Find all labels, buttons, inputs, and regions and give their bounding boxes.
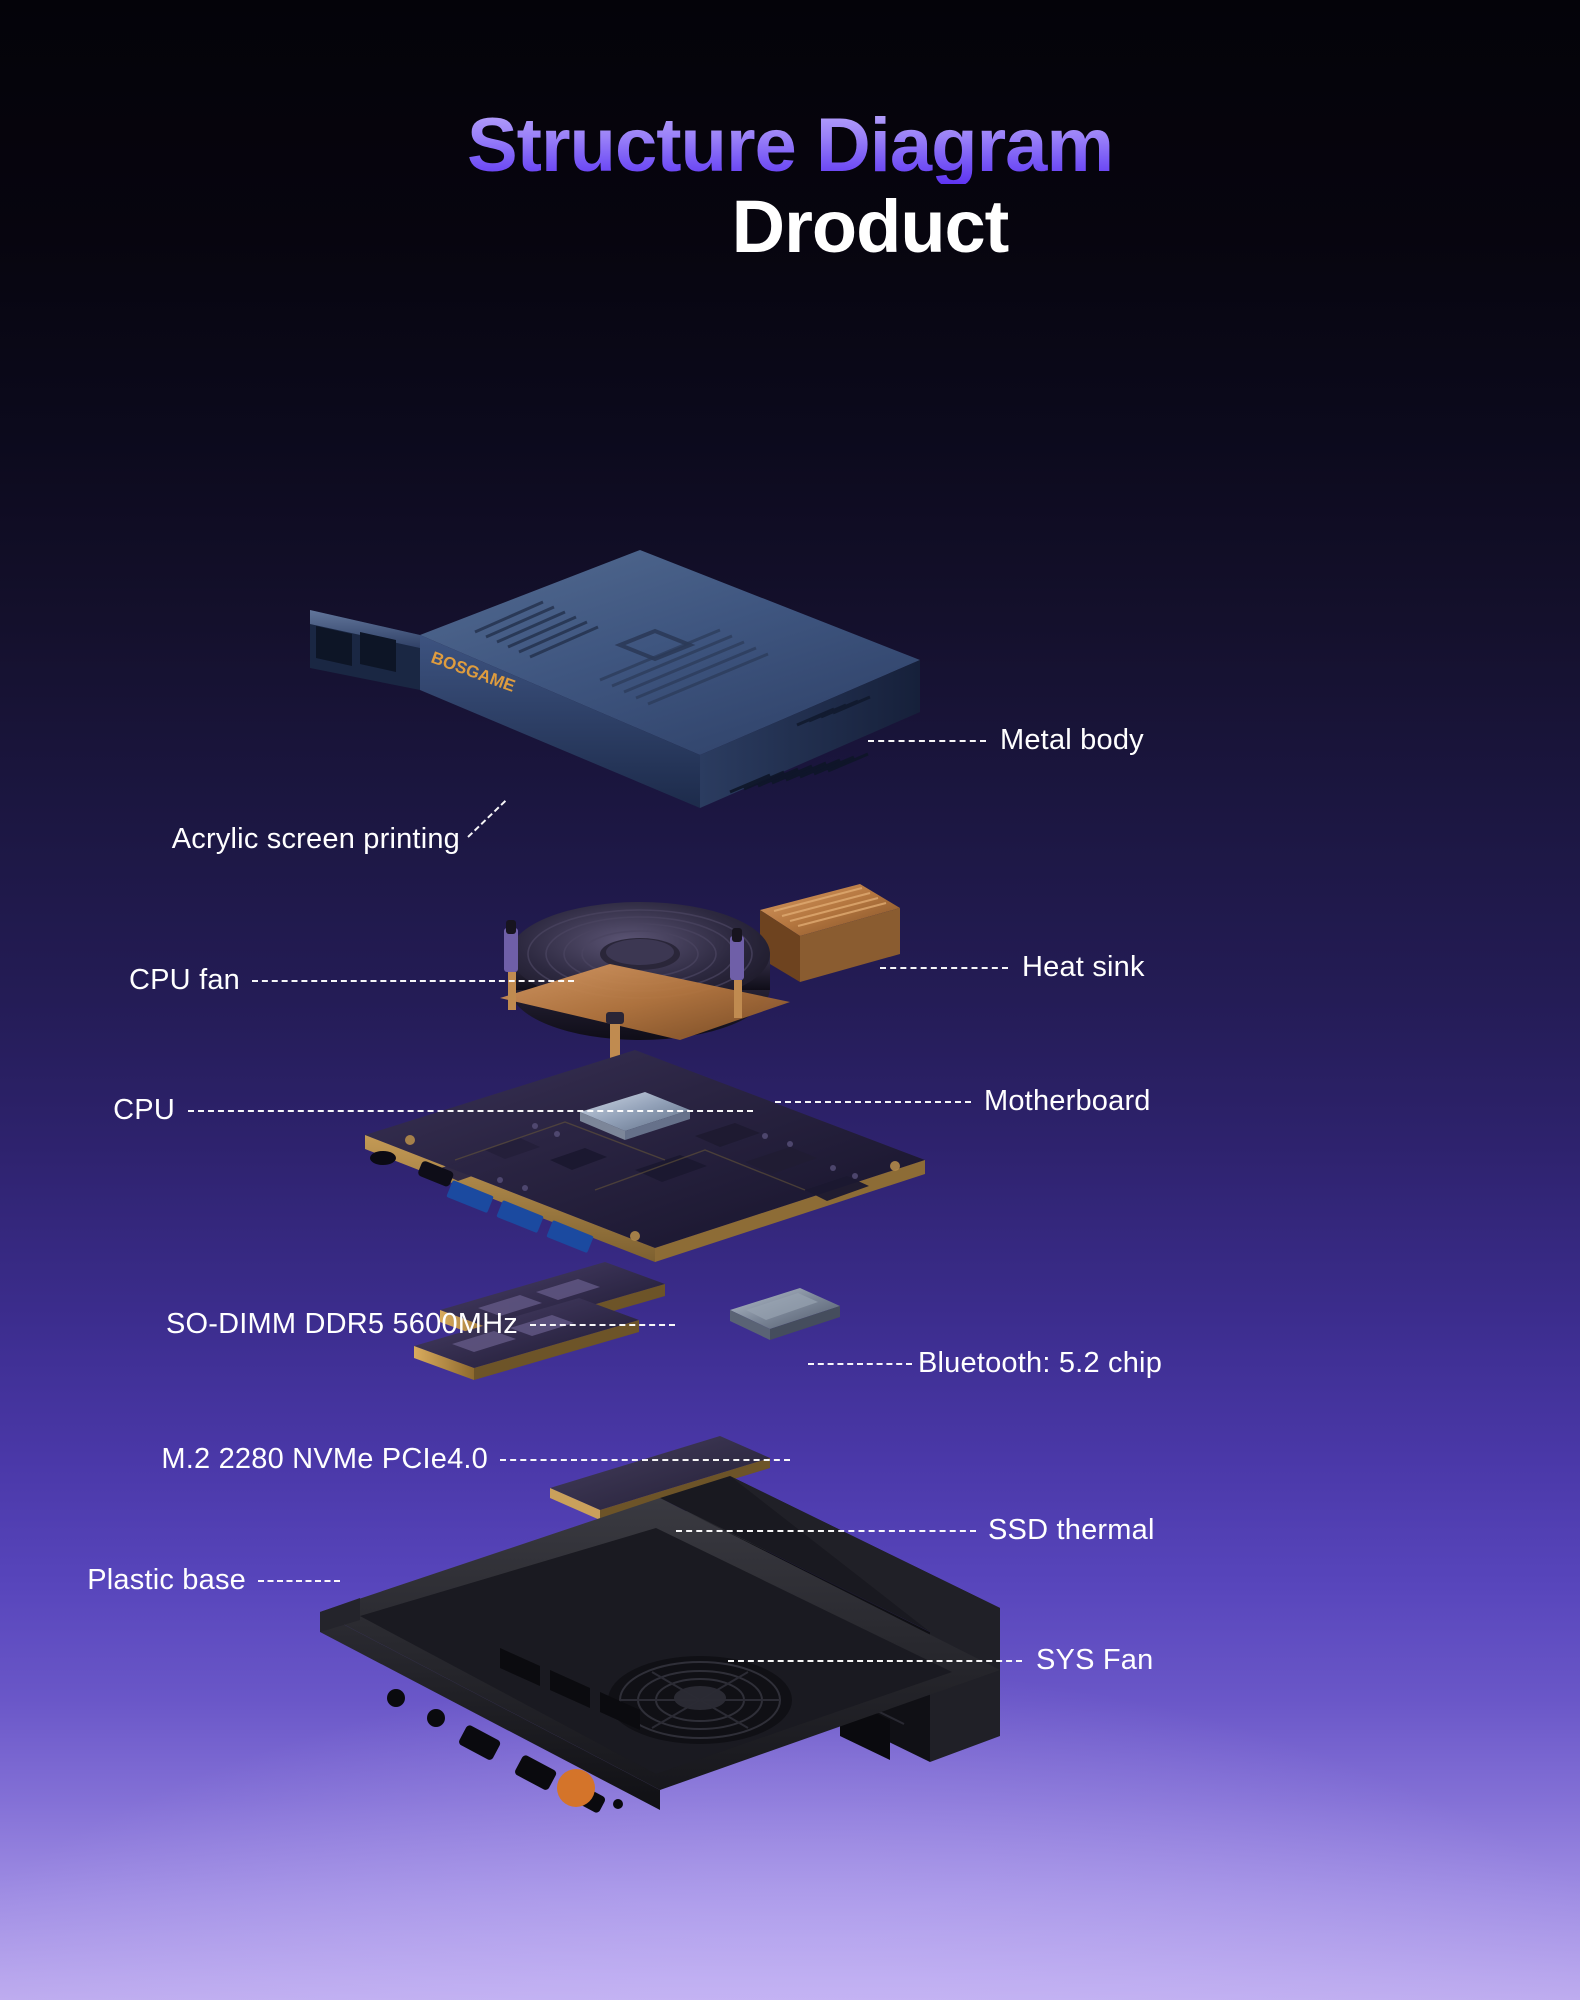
callout-label-heat-sink: Heat sink (1022, 951, 1145, 983)
heat-sink-part (760, 884, 900, 982)
leader-ssd-thermal (676, 1530, 976, 1532)
leader-so-dimm (530, 1324, 675, 1326)
acrylic-screen-printing-part: BOSGAME (310, 610, 518, 696)
callout-label-cpu: CPU (113, 1094, 175, 1126)
motherboard-part (335, 1040, 935, 1270)
title-line-1: Structure Diagram (466, 103, 1114, 188)
heatsink-fan-assembly-part (430, 880, 900, 1062)
chassis-front-ports (387, 1689, 623, 1813)
callout-label-ssd-thermal: SSD thermal (988, 1514, 1155, 1546)
callout-label-acrylic-screen-printing: Acrylic screen printing (171, 823, 460, 855)
callout-label-so-dimm: SO-DIMM DDR5 5600MHz (165, 1308, 518, 1340)
leader-sys-fan (728, 1660, 1022, 1662)
leader-bluetooth (808, 1363, 912, 1365)
leader-metal-body (868, 740, 986, 742)
callout-label-sys-fan: SYS Fan (1036, 1644, 1154, 1676)
memory-modules-part (400, 1250, 920, 1410)
io-ports (370, 1151, 594, 1253)
leader-heat-sink (880, 967, 1008, 969)
callout-label-motherboard: Motherboard (984, 1085, 1151, 1117)
so-dimm-module-2 (414, 1298, 639, 1380)
title-line-2: Droduct (731, 185, 1010, 268)
metal-body-part: BOSGAME (300, 540, 940, 808)
leader-plastic-base (258, 1580, 340, 1582)
page-title: Structure Diagram Droduct (0, 108, 1580, 264)
callout-label-m2-ssd: M.2 2280 NVMe PCIe4.0 (161, 1443, 488, 1475)
callout-label-plastic-base: Plastic base (87, 1564, 246, 1596)
leader-cpu (188, 1110, 753, 1112)
leader-motherboard (775, 1101, 971, 1103)
cpu-fan-mount (504, 920, 744, 1062)
leader-m2-ssd (500, 1459, 790, 1461)
sys-fan-part (608, 1656, 792, 1744)
bluetooth-chip-part (730, 1288, 840, 1340)
callout-label-metal-body: Metal body (1000, 724, 1144, 756)
callout-label-bluetooth-chip: Bluetooth: 5.2 chip (918, 1347, 1163, 1379)
leader-cpu-fan (252, 980, 574, 982)
plastic-base-part (300, 1380, 1000, 1813)
callout-label-cpu-fan: CPU fan (129, 964, 240, 996)
